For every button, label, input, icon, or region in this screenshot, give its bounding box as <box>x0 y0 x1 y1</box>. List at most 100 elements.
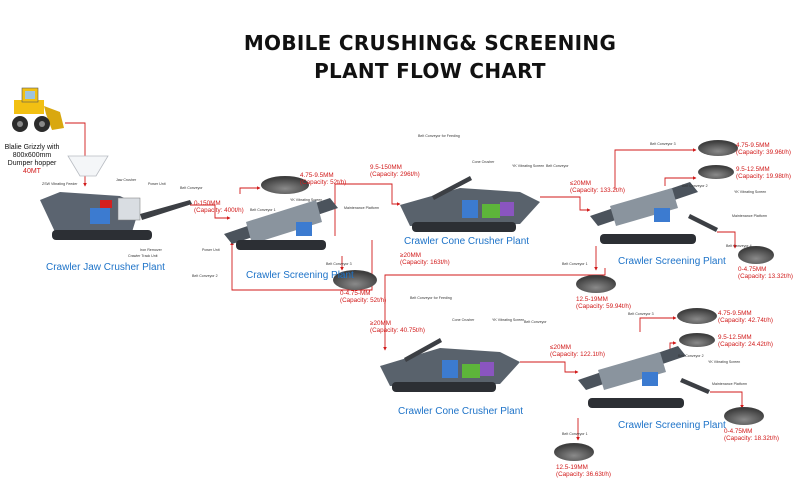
flow-screen1-to-pile-a <box>239 186 261 194</box>
flow-screen3-to-pile-c <box>710 391 744 409</box>
jaw-crusher-machine <box>40 192 192 240</box>
output-jaw: 0-150MM (Capacity: 400t/h) <box>194 200 244 215</box>
output-s2-d: 12.5-19MM (Capacity: 59.94t/h) <box>576 296 631 311</box>
label-screening-plant-3: Crawler Screening Plant <box>618 420 726 431</box>
part-jaw-track-unit: Crawler Track Unit <box>128 254 158 258</box>
part-s3-belt-1: Belt Conveyor 1 <box>562 432 588 436</box>
flow-cone1-return-to-screen1 <box>230 240 373 291</box>
output-s2-b-size: 9.5-12.5MM <box>736 166 770 173</box>
output-s2-c-size: 0-4.75MM <box>738 266 767 273</box>
part-s3-belt-2: Belt Conveyor 2 <box>678 354 704 358</box>
hopper-caption: Blalie Grizzly with 800x600mm Dumper hop… <box>0 144 64 176</box>
output-s3-d: 12.5-19MM (Capacity: 36.63t/h) <box>556 464 611 479</box>
output-c2-in-capacity: (Capacity: 40.75t/h) <box>370 327 425 335</box>
pile-s1-b <box>333 270 377 290</box>
output-s1-a-size: 4.75-9.5MM <box>300 172 334 179</box>
output-s3-b-size: 9.5-12.5MM <box>718 334 752 341</box>
screening-plant-1-machine <box>224 198 338 250</box>
output-s2-c-capacity: (Capacity: 13.32t/h) <box>738 273 793 281</box>
output-c1-return: ≥20MM (Capacity: 163t/h) <box>400 252 450 267</box>
flow-screen2-oversize-to-cone2 <box>383 268 606 351</box>
hopper-caption-line-4: 40MT <box>23 168 41 175</box>
output-s2-a-capacity: (Capacity: 39.96t/h) <box>736 149 791 157</box>
flow-cone1-to-screen2 <box>540 196 591 212</box>
output-s3-c-size: 0-4.75MM <box>724 428 753 435</box>
part-jaw-feeder: ZSW Vibrating Feeder <box>42 182 78 186</box>
output-c2-in: ≥20MM (Capacity: 40.75t/h) <box>370 320 425 335</box>
part-s2-screen: YK Vibrating Screen <box>734 190 767 194</box>
pile-s2-c <box>738 246 774 264</box>
output-s1-oversize-capacity: (Capacity: 296t/h) <box>370 171 420 179</box>
pile-s3-c <box>724 407 764 425</box>
wheel-loader-icon <box>12 87 64 132</box>
part-s1-screen: YK Vibrating Screen <box>290 198 323 202</box>
output-s2-a-size: 4.75-9.5MM <box>736 142 770 149</box>
screening-plant-3-machine <box>578 346 710 408</box>
part-c2-belt: Belt Conveyor <box>524 320 547 324</box>
part-jaw-iron-remover: Iron Remover <box>140 248 162 252</box>
flow-screen2-to-pile-c <box>717 231 737 249</box>
output-s3-b-capacity: (Capacity: 24.42t/h) <box>718 341 773 349</box>
label-cone-crusher-plant-2: Crawler Cone Crusher Plant <box>398 406 524 417</box>
hopper-caption-line-1: Blalie Grizzly with <box>4 144 60 151</box>
output-c1-return-capacity: (Capacity: 163t/h) <box>400 259 450 267</box>
flow-screen1-oversize-to-cone1 <box>334 183 401 236</box>
pile-s3-b <box>679 333 715 347</box>
dumper-hopper-icon <box>67 155 109 177</box>
output-s2-b: 9.5-12.5MM (Capacity: 19.98t/h) <box>736 166 791 181</box>
flow-screen3-to-pile-b <box>669 341 677 350</box>
product-piles <box>261 140 774 461</box>
output-s3-a: 4.75-9.5MM (Capacity: 42.74t/h) <box>718 310 773 325</box>
part-s1-belt-1: Belt Conveyor 1 <box>250 208 276 212</box>
flow-loader-to-hopper <box>65 122 87 187</box>
pile-s2-b <box>698 165 734 179</box>
part-s3-platform: Maintenance Platform <box>712 382 747 386</box>
flow-screen3-to-pile-a <box>639 316 677 332</box>
part-c1-feed-belt: Belt Conveyor for Feeding <box>418 134 460 138</box>
label-screening-plant-1: Crawler Screening Plant <box>246 270 354 281</box>
part-c2-screen: YK Vibrating Screen <box>492 318 525 322</box>
pile-s2-a <box>698 140 738 156</box>
output-s3-a-size: 4.75-9.5MM <box>718 310 752 317</box>
output-s2-a: 4.75-9.5MM (Capacity: 39.96t/h) <box>736 142 791 157</box>
output-s3-c-capacity: (Capacity: 18.32t/h) <box>724 435 779 443</box>
output-s1-oversize-size: 9.5-150MM <box>370 164 402 171</box>
flow-lines <box>65 122 744 441</box>
part-s2-belt-2: Belt Conveyor 2 <box>682 184 708 188</box>
output-c2-out-capacity: (Capacity: 122.1t/h) <box>550 351 605 359</box>
output-s1-oversize: 9.5-150MM (Capacity: 296t/h) <box>370 164 420 179</box>
chart-title-line-1: MOBILE CRUSHING& SCREENING <box>243 31 617 55</box>
flow-cone2-to-screen3 <box>520 361 579 374</box>
hopper-caption-line-3: Dumper hopper <box>7 160 57 167</box>
output-s1-a: 4.75-9.5MM (Capacity: 52t/h) <box>300 172 346 187</box>
part-s1-belt-2: Belt Conveyor 2 <box>192 274 218 278</box>
output-c1-out-size: ≤20MM <box>570 180 591 187</box>
part-c1-screen: YK Vibrating Screen <box>512 164 545 168</box>
label-jaw-crusher-plant: Crawler Jaw Crusher Plant <box>46 262 165 273</box>
output-s3-b: 9.5-12.5MM (Capacity: 24.42t/h) <box>718 334 773 349</box>
output-jaw-capacity: (Capacity: 400t/h) <box>194 207 244 215</box>
output-c1-return-size: ≥20MM <box>400 252 421 259</box>
output-s3-a-capacity: (Capacity: 42.74t/h) <box>718 317 773 325</box>
output-s1-b-capacity: (Capacity: 52t/h) <box>340 297 387 305</box>
output-s1-b-size: 0-4.75-MM <box>340 290 371 297</box>
flow-screen2-to-pile-a <box>614 148 697 190</box>
output-c1-out: ≤20MM (Capacity: 133.2t/h) <box>570 180 625 195</box>
flow-screen2-to-pile-b <box>664 176 697 186</box>
output-s2-c: 0-4.75MM (Capacity: 13.32t/h) <box>738 266 793 281</box>
output-s2-d-size: 12.5-19MM <box>576 296 608 303</box>
part-s1-platform: Maintenance Platform <box>344 206 379 210</box>
output-s2-b-capacity: (Capacity: 19.98t/h) <box>736 173 791 181</box>
output-c2-out: ≤20MM (Capacity: 122.1t/h) <box>550 344 605 359</box>
part-s2-belt-3: Belt Conveyor 3 <box>650 142 676 146</box>
flow-jaw-to-screen1 <box>190 204 231 220</box>
part-jaw-crusher: Jaw Crusher <box>116 178 137 182</box>
part-s3-screen: YK Vibrating Screen <box>708 360 741 364</box>
part-s1-power-unit: Power Unit <box>202 248 220 252</box>
part-s2-platform: Maintenance Platform <box>732 214 767 218</box>
pile-s1-a <box>261 176 309 194</box>
pile-s3-d <box>554 443 594 461</box>
part-c2-cone: Cone Crusher <box>452 318 475 322</box>
output-c1-out-capacity: (Capacity: 133.2t/h) <box>570 187 625 195</box>
